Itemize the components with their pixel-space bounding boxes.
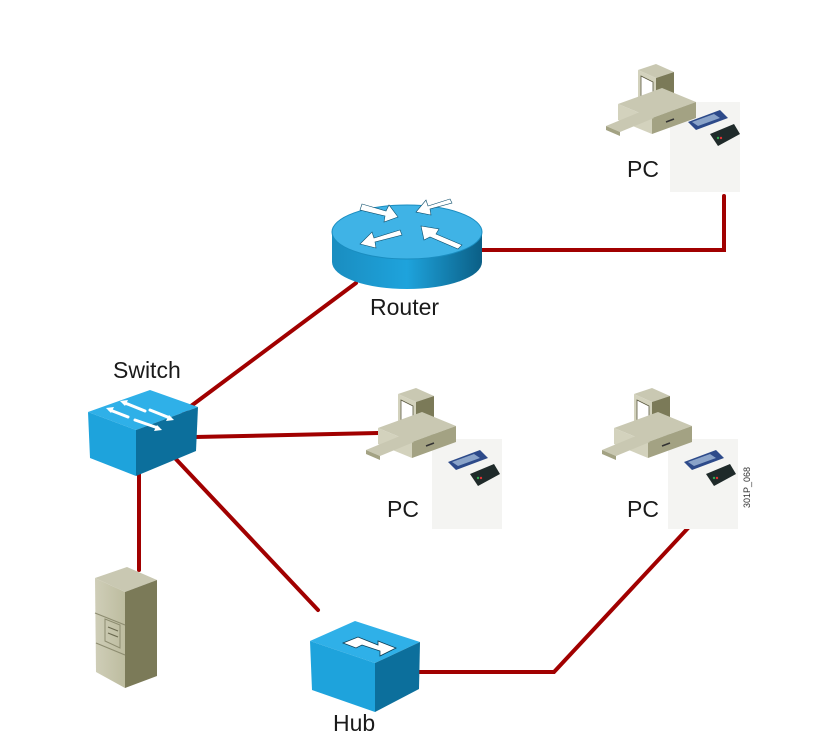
pc-top-icon[interactable] — [606, 64, 740, 192]
router-icon[interactable] — [331, 198, 483, 289]
link-switch-pc-mid — [193, 431, 380, 439]
switch-icon[interactable] — [88, 390, 198, 476]
link-router-pc-top — [468, 194, 726, 252]
pc-right-label: PC — [627, 496, 659, 522]
pc-right-icon[interactable] — [602, 388, 738, 529]
hub-icon[interactable] — [310, 621, 420, 712]
link-switch-hub — [171, 454, 320, 612]
hub-label: Hub — [333, 710, 376, 736]
router-label: Router — [370, 294, 440, 320]
link-hub-pc-right — [413, 496, 718, 674]
link-switch-router — [181, 281, 358, 414]
switch-label: Switch — [113, 357, 181, 383]
pc-mid-label: PC — [387, 496, 419, 522]
figure-code: 301P_068 — [742, 466, 752, 508]
links — [137, 194, 726, 674]
server-icon[interactable] — [94, 567, 157, 688]
pc-mid-icon[interactable] — [366, 388, 502, 529]
pc-top-label: PC — [627, 156, 659, 182]
